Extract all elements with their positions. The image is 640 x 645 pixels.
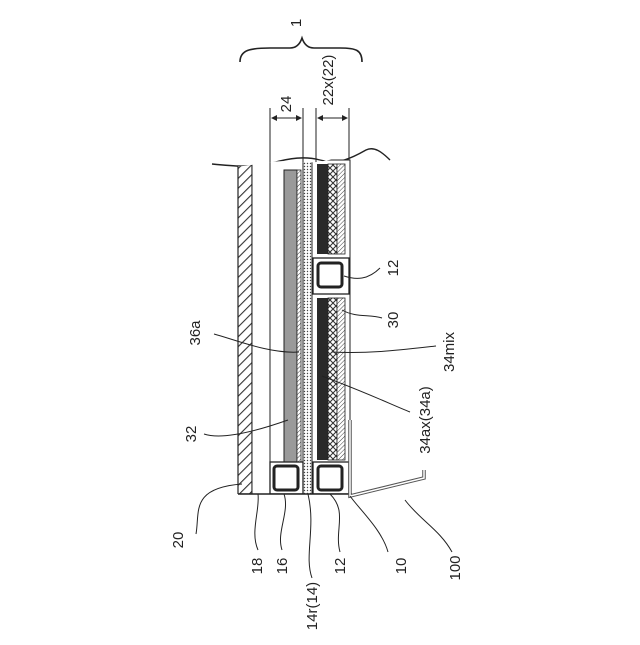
layer-stack <box>238 160 350 494</box>
label-30: 30 <box>385 312 402 329</box>
terminal-100-inner <box>350 420 424 496</box>
label-18: 18 <box>249 558 266 575</box>
label-12-top: 12 <box>385 260 402 277</box>
leader-16 <box>280 494 285 550</box>
layer-36a <box>297 170 301 462</box>
label-100: 100 <box>447 555 464 580</box>
label-10: 10 <box>393 558 410 575</box>
frame-12-top-tube <box>318 263 342 287</box>
electrode-upper-outer <box>337 164 345 254</box>
electrode-upper-mix <box>328 164 337 254</box>
layer-14r <box>303 160 312 494</box>
terminal-100 <box>350 420 424 496</box>
leader-12-bottom <box>330 494 340 552</box>
electrode-upper-dark <box>317 164 328 254</box>
assembly-brace <box>240 38 362 62</box>
leader-14r <box>308 494 312 578</box>
electrode-34ax-dark <box>317 298 328 460</box>
label-16: 16 <box>274 558 291 575</box>
layer-18 <box>252 160 270 494</box>
label-36a: 36a <box>187 320 204 346</box>
label-assembly: 1 <box>288 19 305 27</box>
layer-30 <box>337 298 345 460</box>
leader-100 <box>405 500 452 552</box>
label-22x: 22x(22) <box>320 55 337 106</box>
label-34ax: 34ax(34a) <box>417 386 434 454</box>
label-32: 32 <box>183 426 200 443</box>
label-12-bottom: 12 <box>332 558 349 575</box>
frame-16-tube <box>274 466 298 490</box>
layer-20 <box>238 160 252 494</box>
layer-32 <box>284 170 297 462</box>
frame-12-bottom-tube <box>318 466 342 490</box>
label-14r: 14r(14) <box>304 582 321 630</box>
leader-20 <box>196 484 242 534</box>
label-20: 20 <box>170 532 187 549</box>
leader-18 <box>255 494 258 550</box>
label-24: 24 <box>278 96 295 113</box>
leader-10 <box>350 496 388 552</box>
label-34mix: 34mix <box>441 331 458 372</box>
